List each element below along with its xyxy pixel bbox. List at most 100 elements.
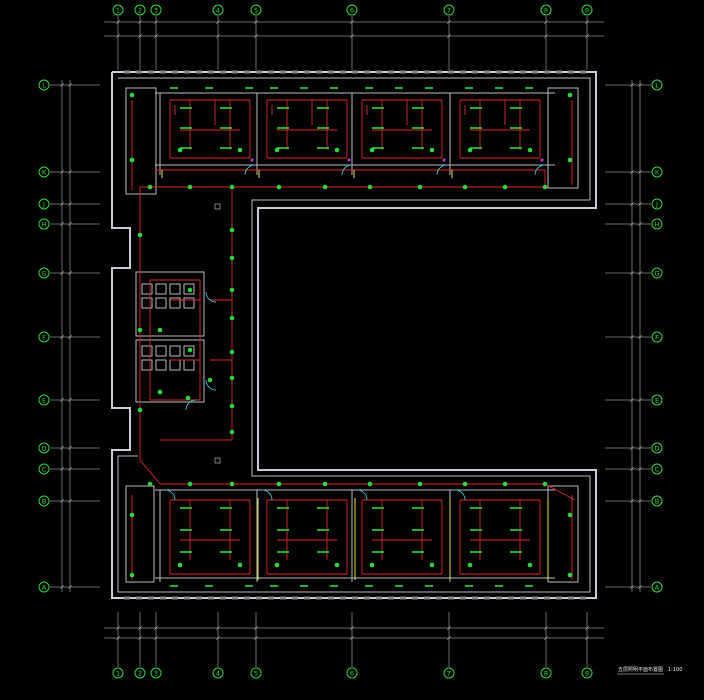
- axis-bubble-L: L: [38, 79, 50, 91]
- light-switch: [347, 158, 351, 162]
- axis-bubble-2: 2: [134, 4, 146, 16]
- axis-label: 3: [154, 670, 158, 678]
- axis-label: F: [42, 334, 46, 342]
- axis-label: 2: [138, 7, 142, 15]
- axis-bubble-3: 3: [150, 667, 162, 679]
- ceiling-light: [137, 407, 143, 413]
- axis-bubble-F: F: [38, 331, 50, 343]
- door-swing: [436, 164, 448, 176]
- toilet-block-lower: [135, 339, 205, 403]
- ceiling-light: [187, 481, 193, 487]
- ceiling-light: [237, 562, 243, 568]
- ceiling-light: [369, 147, 375, 153]
- toilet-block-upper: [135, 271, 205, 337]
- toilet-stall: [155, 297, 167, 309]
- ceiling-light: [229, 349, 235, 355]
- ceiling-light: [462, 184, 468, 190]
- axis-label: F: [655, 334, 659, 342]
- ceiling-light: [229, 184, 235, 190]
- toilet-stall: [155, 345, 167, 357]
- ceiling-light: [369, 562, 375, 568]
- axis-bubble-7: 7: [443, 4, 455, 16]
- drawing-title: 五层照明平面布置图: [618, 666, 663, 673]
- ceiling-light: [567, 92, 573, 98]
- axis-bubble-F: F: [651, 331, 663, 343]
- stair-right-top: [547, 87, 579, 189]
- stair-left-bottom: [125, 485, 155, 583]
- axis-bubble-4: 4: [212, 4, 224, 16]
- door-swing: [534, 164, 546, 176]
- axis-label: A: [42, 584, 47, 592]
- ceiling-light: [137, 232, 143, 238]
- axis-label: 8: [544, 7, 548, 15]
- lighting-circuits: [131, 99, 576, 580]
- axis-bubble-J: J: [38, 198, 50, 210]
- ceiling-light: [502, 481, 508, 487]
- stair-left-top: [125, 87, 157, 195]
- ceiling-light: [129, 157, 135, 163]
- ceiling-light: [542, 481, 548, 487]
- axis-bubble-A: A: [38, 581, 50, 593]
- toilet-stall: [169, 345, 181, 357]
- axis-label: B: [655, 498, 659, 506]
- ceiling-light: [147, 184, 153, 190]
- axis-label: 1: [116, 670, 120, 678]
- ceiling-light: [229, 227, 235, 233]
- axis-label: 4: [216, 7, 220, 15]
- axis-label: B: [42, 498, 46, 506]
- door-swing: [244, 164, 256, 176]
- axis-bubble-3: 3: [150, 4, 162, 16]
- axis-bubble-G: G: [38, 267, 50, 279]
- axis-bubble-5: 5: [250, 4, 262, 16]
- toilet-stall: [169, 297, 181, 309]
- light-switch: [442, 158, 446, 162]
- axis-label: G: [41, 270, 46, 278]
- circuit-wire: [544, 483, 576, 501]
- axis-label: J: [42, 201, 45, 209]
- stair-right-bottom: [547, 485, 579, 583]
- toilet-stall: [141, 359, 153, 371]
- toilet-stall: [169, 359, 181, 371]
- axis-label: 9: [585, 7, 589, 15]
- dimension-lines: [59, 19, 643, 641]
- ceiling-light: [276, 184, 282, 190]
- door-swing: [356, 489, 368, 501]
- light-switch: [540, 158, 544, 162]
- ceiling-light: [367, 184, 373, 190]
- ceiling-light: [274, 562, 280, 568]
- ceiling-light: [147, 481, 153, 487]
- axis-bubble-C: C: [38, 463, 50, 475]
- ceiling-light: [429, 147, 435, 153]
- axis-label: 5: [254, 670, 258, 678]
- axis-bubble-D: D: [38, 442, 50, 454]
- axis-label: E: [655, 397, 659, 405]
- ceiling-light: [129, 572, 135, 578]
- toilet-stall: [155, 359, 167, 371]
- axis-bubble-6: 6: [346, 4, 358, 16]
- ceiling-light: [187, 184, 193, 190]
- axis-label: L: [42, 82, 46, 90]
- toilet-stall: [183, 359, 195, 371]
- toilet-stall: [141, 297, 153, 309]
- axis-bubble-9: 9: [581, 4, 593, 16]
- axis-label: A: [655, 584, 660, 592]
- ceiling-light: [502, 184, 508, 190]
- ceiling-light: [567, 572, 573, 578]
- axis-bubble-8: 8: [540, 667, 552, 679]
- axis-label: 6: [350, 670, 354, 678]
- ceiling-light: [177, 147, 183, 153]
- outer-wall: [111, 71, 597, 599]
- door-swing: [261, 489, 273, 501]
- ceiling-light: [177, 562, 183, 568]
- ceiling-light: [322, 481, 328, 487]
- distribution-panel: [214, 457, 221, 464]
- axis-label: H: [42, 221, 47, 229]
- axis-grid-lines: [50, 16, 651, 667]
- ceiling-light: [229, 375, 235, 381]
- ceiling-light: [276, 481, 282, 487]
- door-swing: [454, 489, 466, 501]
- ceiling-light: [334, 562, 340, 568]
- door-swing: [341, 164, 353, 176]
